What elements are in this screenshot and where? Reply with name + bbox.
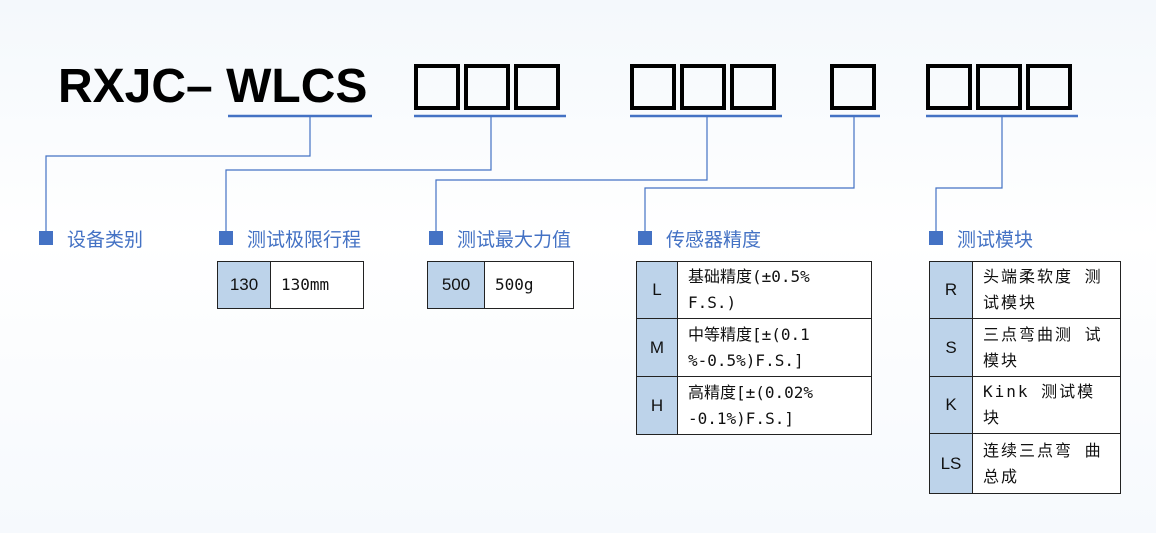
- code-cell: M: [636, 318, 678, 377]
- desc-cell: 连续三点弯 曲总成: [972, 433, 1121, 494]
- code-box: [830, 64, 876, 110]
- desc-cell: 三点弯曲测 试模块: [972, 318, 1121, 377]
- code-cell: R: [929, 261, 973, 319]
- code-group-accuracy: [830, 64, 876, 110]
- table-row: H 高精度[±(0.02% -0.1%)F.S.]: [636, 376, 872, 435]
- table-row: 500 500g: [427, 261, 574, 309]
- table-row: R 头端柔软度 测试模块: [929, 261, 1121, 319]
- desc-cell: 中等精度[±(0.1 %-0.5%)F.S.]: [677, 318, 872, 377]
- code-cell: L: [636, 261, 678, 319]
- code-box: [1026, 64, 1072, 110]
- code-group-stroke: [414, 64, 560, 110]
- code-cell: K: [929, 376, 973, 434]
- force-table: 500 500g: [427, 261, 574, 309]
- code-cell: S: [929, 318, 973, 377]
- code-box: [926, 64, 972, 110]
- code-box: [464, 64, 510, 110]
- category-stroke: 测试极限行程: [219, 223, 361, 253]
- category-module: 测试模块: [929, 223, 1033, 253]
- square-bullet-icon: [929, 231, 943, 245]
- leader-test-stroke: [225, 116, 492, 238]
- accuracy-table: L 基础精度(±0.5% F.S.) M 中等精度[±(0.1 %-0.5%)F…: [636, 261, 872, 435]
- code-box: [514, 64, 560, 110]
- square-bullet-icon: [219, 231, 233, 245]
- table-row: S 三点弯曲测 试模块: [929, 318, 1121, 377]
- code-box: [730, 64, 776, 110]
- table-row: K Kink 测试模 块: [929, 376, 1121, 434]
- leader-max-force: [435, 116, 708, 238]
- leader-device-category: [45, 116, 311, 238]
- code-cell: 130: [217, 261, 271, 309]
- desc-cell: 高精度[±(0.02% -0.1%)F.S.]: [677, 376, 872, 435]
- leader-sensor-accuracy: [644, 116, 855, 238]
- code-box: [680, 64, 726, 110]
- desc-cell: Kink 测试模 块: [972, 376, 1121, 434]
- square-bullet-icon: [39, 231, 53, 245]
- desc-cell: 基础精度(±0.5% F.S.): [677, 261, 872, 319]
- code-cell: H: [636, 376, 678, 435]
- code-box: [976, 64, 1022, 110]
- code-group-module: [926, 64, 1072, 110]
- table-row: M 中等精度[±(0.1 %-0.5%)F.S.]: [636, 318, 872, 377]
- table-row: LS 连续三点弯 曲总成: [929, 433, 1121, 494]
- stroke-table: 130 130mm: [217, 261, 364, 309]
- square-bullet-icon: [429, 231, 443, 245]
- module-table: R 头端柔软度 测试模块 S 三点弯曲测 试模块 K Kink 测试模 块 LS…: [929, 261, 1121, 494]
- code-box: [630, 64, 676, 110]
- code-group-force: [630, 64, 776, 110]
- category-force: 测试最大力值: [429, 223, 571, 253]
- code-box: [414, 64, 460, 110]
- code-cell: LS: [929, 433, 973, 494]
- code-cell: 500: [427, 261, 485, 309]
- model-prefix: RXJC– WLCS: [58, 60, 368, 113]
- square-bullet-icon: [638, 231, 652, 245]
- leader-test-module: [935, 116, 1003, 238]
- desc-cell: 130mm: [270, 261, 364, 309]
- category-accuracy: 传感器精度: [638, 223, 761, 253]
- table-row: 130 130mm: [217, 261, 364, 309]
- desc-cell: 头端柔软度 测试模块: [972, 261, 1121, 319]
- table-row: L 基础精度(±0.5% F.S.): [636, 261, 872, 319]
- category-device: 设备类别: [39, 223, 143, 253]
- desc-cell: 500g: [484, 261, 574, 309]
